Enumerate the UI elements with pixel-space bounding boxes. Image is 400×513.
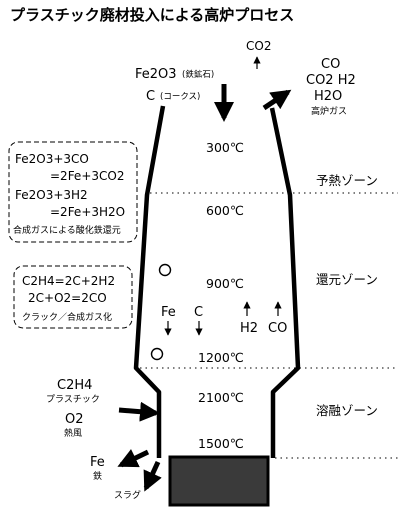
gas-name-label: 高炉ガス bbox=[311, 105, 347, 117]
zone-separators bbox=[140, 192, 398, 459]
top-co2-label: CO2 bbox=[246, 39, 271, 53]
cracking-reactions-box bbox=[13, 265, 133, 329]
gas-out-arrow-icon bbox=[262, 89, 292, 111]
tuyere-arrow-icon bbox=[118, 401, 160, 422]
reaction-1a: Fe2O3+3CO bbox=[15, 152, 89, 166]
internal-h2-label: H2 bbox=[240, 321, 258, 336]
zone-reduction-label: 還元ゾーン bbox=[316, 272, 378, 287]
output-fe-label: Fe bbox=[90, 455, 105, 470]
output-fe-name: 鉄 bbox=[93, 470, 102, 482]
tuyere-plastic-label: プラスチック bbox=[46, 394, 100, 405]
tuyere-o2-label: O2 bbox=[65, 412, 84, 427]
reaction-4: 2C+O2=2CO bbox=[28, 291, 107, 305]
gas-h2o-label: H2O bbox=[314, 89, 342, 104]
furnace-left-wall bbox=[133, 105, 166, 458]
slag-out-arrow-icon bbox=[143, 460, 162, 492]
ore-name: (鉄鉱石) bbox=[182, 69, 214, 80]
temp-1500: 1500℃ bbox=[198, 436, 244, 451]
tuyere-hot-blast-label: 熱風 bbox=[64, 427, 82, 439]
reduction-box-caption: 合成ガスによる酸化鉄還元 bbox=[13, 224, 121, 236]
gas-co2-h2-label: CO2 H2 bbox=[306, 73, 356, 88]
tuyere-c2h4-label: C2H4 bbox=[57, 378, 92, 393]
reaction-3: C2H4=2C+2H2 bbox=[22, 274, 115, 288]
temp-1200: 1200℃ bbox=[198, 350, 244, 365]
temp-600: 600℃ bbox=[206, 203, 244, 218]
reaction-1b: =2Fe+3CO2 bbox=[50, 169, 124, 183]
internal-fe-label: Fe bbox=[161, 305, 176, 320]
ore-formula: Fe2O3 bbox=[135, 67, 177, 82]
diagram-title: プラスチック廃材投入による高炉プロセス bbox=[10, 6, 294, 24]
temp-300: 300℃ bbox=[206, 140, 244, 155]
output-slag-label: スラグ bbox=[114, 489, 141, 501]
furnace-right-wall bbox=[269, 107, 301, 458]
reaction-2a: Fe2O3+3H2 bbox=[15, 188, 88, 202]
internal-co-label: CO bbox=[268, 321, 287, 336]
reaction-2b: =2Fe+3H2O bbox=[50, 205, 125, 219]
gas-co-label: CO bbox=[321, 57, 340, 72]
temp-900: 900℃ bbox=[206, 276, 244, 291]
particle-circle-upper bbox=[158, 263, 172, 277]
cracking-box-caption: クラック／合成ガス化 bbox=[22, 311, 112, 323]
reduction-reactions-box bbox=[8, 141, 138, 243]
coke-name: (コークス) bbox=[160, 92, 200, 102]
particle-circle-lower bbox=[150, 347, 164, 361]
zone-melting-label: 溶融ゾーン bbox=[316, 403, 378, 418]
coke-formula: C bbox=[146, 89, 155, 104]
iron-out-arrow-icon bbox=[117, 449, 150, 468]
zone-preheat-label: 予熱ゾーン bbox=[316, 173, 378, 188]
internal-c-label: C bbox=[194, 305, 203, 320]
hearth-molten-pool bbox=[168, 455, 270, 507]
temp-2100: 2100℃ bbox=[198, 390, 244, 405]
